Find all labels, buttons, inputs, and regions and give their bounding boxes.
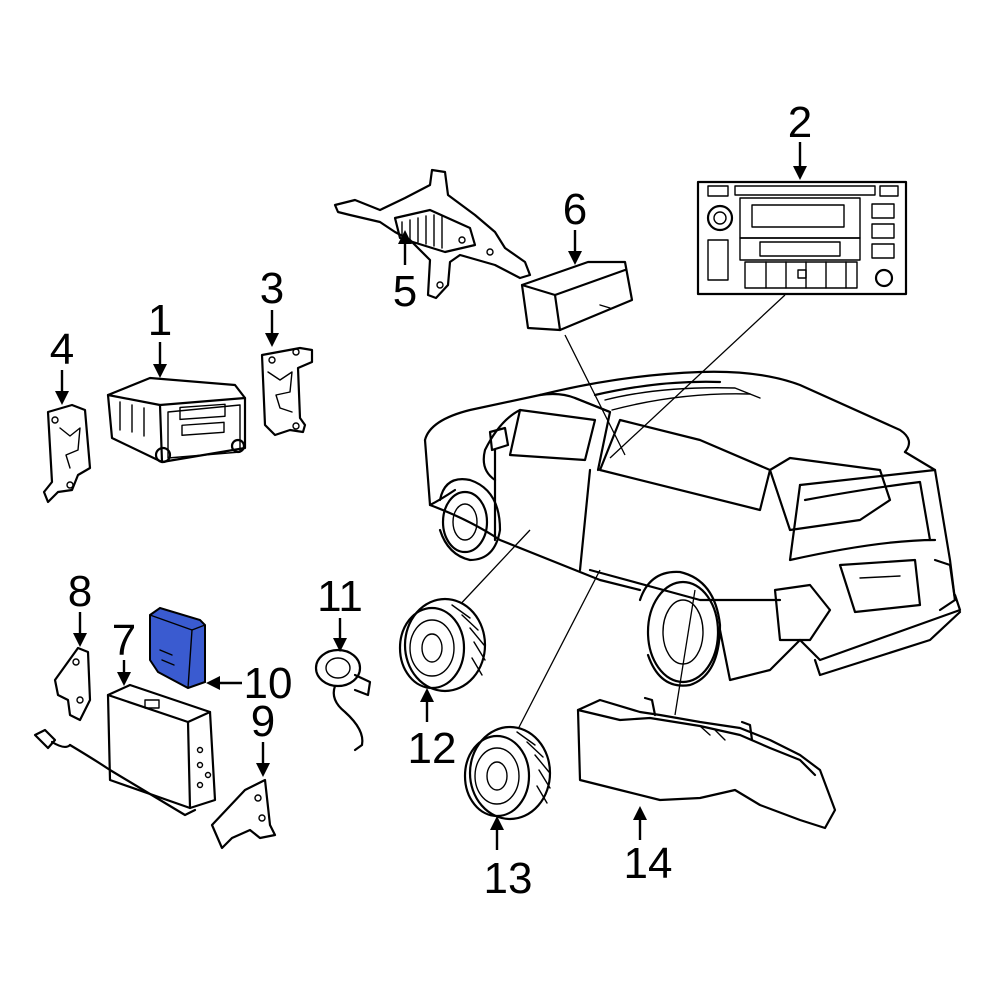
speaker-part-13 — [463, 725, 552, 821]
callout-12: 12 — [408, 724, 457, 773]
tweeter-part-11 — [314, 648, 372, 752]
callout-13: 13 — [484, 854, 533, 903]
callout-arrows — [55, 142, 807, 850]
module-part-6 — [520, 260, 634, 332]
amplifier-bracket-part-5 — [333, 168, 532, 300]
callout-10: 10 — [244, 659, 293, 708]
bracket-part-8 — [53, 646, 92, 722]
callout-11: 11 — [317, 572, 363, 621]
callout-7: 7 — [112, 616, 136, 665]
callout-4: 4 — [50, 325, 74, 374]
vehicle-outline — [423, 370, 962, 687]
callout-3: 3 — [260, 264, 284, 313]
callout-numbers: 1 2 3 4 5 6 7 8 9 10 11 12 13 14 — [50, 98, 812, 903]
callout-5: 5 — [393, 267, 417, 316]
bracket-part-3 — [260, 346, 314, 437]
leader-14 — [674, 589, 696, 716]
control-module-part-10 — [149, 606, 206, 690]
highlighted-module — [149, 606, 206, 690]
leader-2 — [609, 294, 786, 459]
callout-2: 2 — [788, 98, 812, 147]
callout-6: 6 — [563, 185, 587, 234]
callout-14: 14 — [624, 839, 673, 888]
bracket-part-4 — [42, 403, 92, 504]
stereo-faceplate-part-2 — [696, 180, 908, 296]
receiver-box-part-7 — [33, 683, 217, 817]
callout-8: 8 — [68, 567, 92, 616]
leader-lines — [454, 294, 786, 736]
leader-13 — [514, 569, 601, 736]
bracket-part-9 — [210, 778, 277, 850]
radio-unit-part-1 — [106, 376, 247, 464]
callout-9: 9 — [251, 697, 275, 746]
speaker-part-12 — [398, 597, 487, 693]
leader-12 — [454, 529, 531, 611]
subwoofer-box-part-14 — [576, 696, 837, 830]
callout-1: 1 — [148, 296, 172, 345]
leader-6 — [564, 334, 626, 456]
